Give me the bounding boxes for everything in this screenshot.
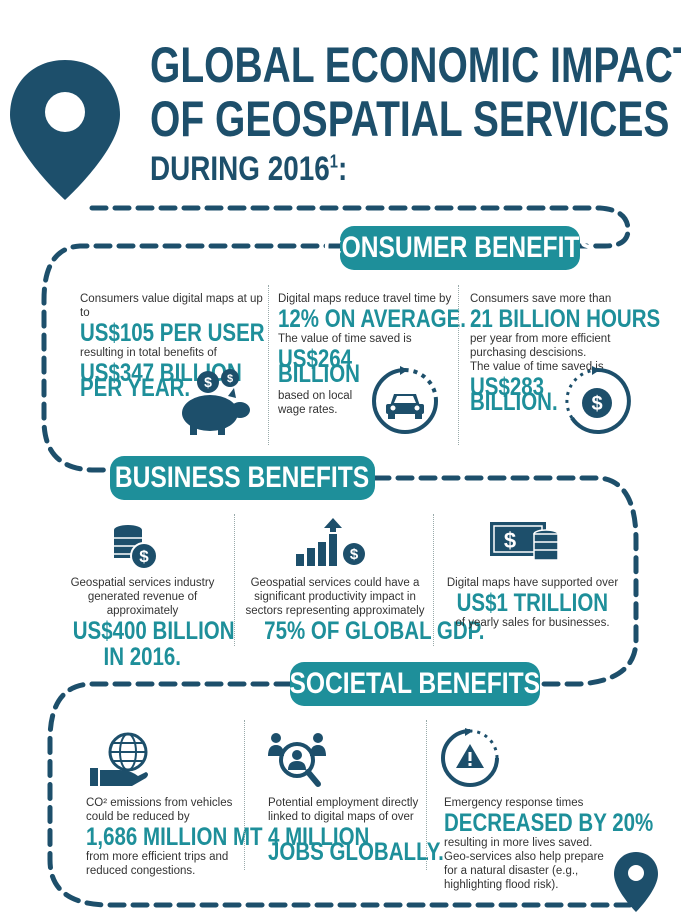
text: The value of time saved is [278,333,412,345]
consumer-col-2: Digital maps reduce travel time by 12% O… [278,292,466,417]
coin-stack-icon: $ [114,525,158,570]
text: resulting in more lives saved. [444,837,593,849]
business-col-3: Digital maps have supported over US$1 TR… [440,576,625,630]
societal-col-3: Emergency response times DECREASED BY 20… [444,796,653,892]
svg-text:$: $ [504,528,516,553]
highlight: BILLION [278,360,360,388]
text: Consumers value digital maps at up to [80,293,263,319]
societal-col-2: Potential employment directly linked to … [268,796,444,865]
divider [268,285,269,445]
text: Consumers save more than [470,293,612,305]
divider [234,514,235,646]
highlight: 4 MILLION [268,823,370,851]
divider [433,514,434,646]
text: linked to digital maps of over [268,811,414,823]
business-col-1: Geospatial services industry generated r… [55,576,235,671]
text: based on local [278,390,353,402]
societal-benefits-banner: SOCIETAL BENEFITS [290,662,540,706]
highlight: US$283 [470,373,545,401]
warning-cycle-icon [441,728,499,787]
cash-coins-icon: $ [490,522,559,561]
highlight: 21 BILLION HOURS [470,305,661,333]
highlight: PER YEAR. [80,374,191,402]
consumer-col-1: Consumers value digital maps at up to US… [80,292,265,401]
business-benefits-banner: BUSINESS BENEFITS [110,456,375,500]
text: significant productivity impact in [254,591,416,603]
page-title-line3: DURING 20161: [150,150,348,188]
text: from more efficient trips and [86,851,229,863]
location-pin-small-icon [614,852,658,912]
text: resulting in total benefits of [80,347,217,359]
page-title-line1: GLOBAL ECONOMIC IMPACT [150,37,681,93]
text: wage rates. [278,404,338,416]
piggy-bank-icon: $ $ [182,369,250,435]
svg-text:$: $ [204,374,212,390]
text: CO² emissions from vehicles [86,797,233,809]
highlight: 75% OF GLOBAL GDP. [264,617,485,645]
svg-text:$: $ [591,393,602,415]
text: The value of time saved is [470,361,604,373]
highlight: 12% ON AVERAGE. [278,305,466,333]
text: Geo-services also help prepare [444,851,604,863]
dollar-clock-icon: $ [565,366,631,434]
text: per year from more efficient [470,333,611,345]
highlight: US$1 TRILLION [456,589,609,617]
divider [426,720,427,870]
highlight: US$264 [278,345,353,373]
highlight: DECREASED BY 20% [444,809,654,837]
highlight: 1,686 MILLION MT [86,823,263,851]
text: Digital maps have supported over [446,577,619,589]
text: Digital maps reduce travel time by [278,293,452,305]
highlight: IN 2016. [103,643,182,671]
page-title-line2: OF GEOSPATIAL SERVICES [150,91,670,147]
footnote-mark: 1 [329,151,338,172]
text: reduced congestions. [86,865,196,877]
car-cycle-icon [372,366,438,434]
text: Geospatial services could have a [250,577,420,589]
text: generated revenue of approximately [87,591,198,617]
highlight: US$105 PER USER [80,319,265,347]
highlight: JOBS GLOBALLY. [268,838,444,866]
highlight: US$400 BILLION [72,617,235,645]
consumer-col-3: Consumers save more than 21 BILLION HOUR… [470,292,660,416]
people-search-icon [268,733,326,787]
svg-text:$: $ [139,547,149,566]
text: Emergency response times [444,797,584,809]
business-col-2: Geospatial services could have a signifi… [240,576,485,644]
text: sectors representing approximately [245,605,425,617]
text: highlighting flood risk). [444,879,559,891]
text: for a natural disaster (e.g., [444,865,579,877]
text: could be reduced by [86,811,190,823]
svg-text:$: $ [227,373,233,385]
location-pin-icon [10,60,120,200]
consumer-benefits-banner: CONSUMER BENEFITS [324,226,596,270]
svg-text:$: $ [350,546,359,563]
societal-col-1: CO² emissions from vehicles could be red… [86,796,263,878]
globe-hand-icon [90,732,148,786]
text: Potential employment directly [268,797,419,809]
highlight: BILLION. [470,388,558,416]
divider [244,720,245,870]
divider [458,285,459,445]
text: of yearly sales for businesses. [455,617,610,629]
text: purchasing descisions. [470,347,587,359]
text: Geospatial services industry [70,577,215,589]
growth-chart-icon: $ [296,518,365,566]
